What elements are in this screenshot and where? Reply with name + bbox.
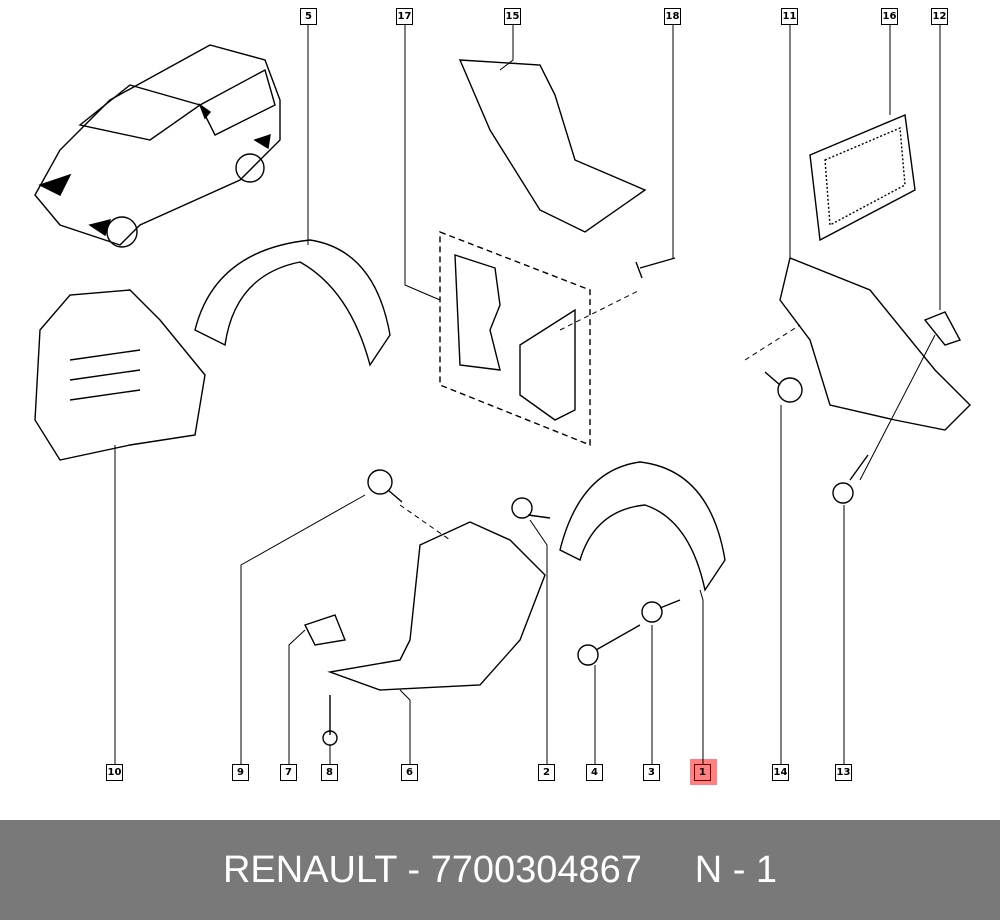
callout-17[interactable]: 17	[396, 8, 413, 25]
callout-8[interactable]: 8	[321, 764, 338, 781]
part-2	[511, 497, 551, 519]
part-3	[641, 599, 681, 623]
part-number-footer: RENAULT - 7700304867 N - 1	[0, 820, 1000, 920]
callout-6[interactable]: 6	[401, 764, 418, 781]
callout-5[interactable]: 5	[300, 8, 317, 25]
callout-13[interactable]: 13	[835, 764, 852, 781]
callout-12[interactable]: 12	[931, 8, 948, 25]
part-10	[34, 289, 206, 461]
part-13	[832, 454, 869, 504]
part-17	[439, 230, 591, 447]
part-1	[559, 461, 726, 592]
part-15	[458, 59, 647, 233]
callout-16[interactable]: 16	[881, 8, 898, 25]
leader-lines	[114, 24, 941, 765]
callout-9[interactable]: 9	[232, 764, 249, 781]
callout-7[interactable]: 7	[280, 764, 297, 781]
part-11	[779, 257, 971, 431]
part-16	[809, 113, 916, 242]
part-5	[194, 239, 391, 367]
callout-11[interactable]: 11	[781, 8, 798, 25]
callout-10[interactable]: 10	[106, 764, 123, 781]
part-6	[327, 521, 546, 691]
part-9	[367, 469, 403, 503]
part-7	[304, 614, 346, 646]
callout-3[interactable]: 3	[643, 764, 660, 781]
callout-18[interactable]: 18	[664, 8, 681, 25]
part-12	[923, 311, 962, 346]
callout-4[interactable]: 4	[586, 764, 603, 781]
van-illustration	[34, 44, 281, 248]
callout-14[interactable]: 14	[772, 764, 789, 781]
part-8	[322, 695, 338, 746]
callout-1-highlighted[interactable]: 1	[694, 764, 711, 781]
callout-15[interactable]: 15	[504, 8, 521, 25]
part-14	[764, 371, 803, 403]
callout-2[interactable]: 2	[538, 764, 555, 781]
part-4	[577, 624, 641, 666]
part-18	[635, 257, 676, 279]
parts-diagram	[34, 24, 971, 765]
